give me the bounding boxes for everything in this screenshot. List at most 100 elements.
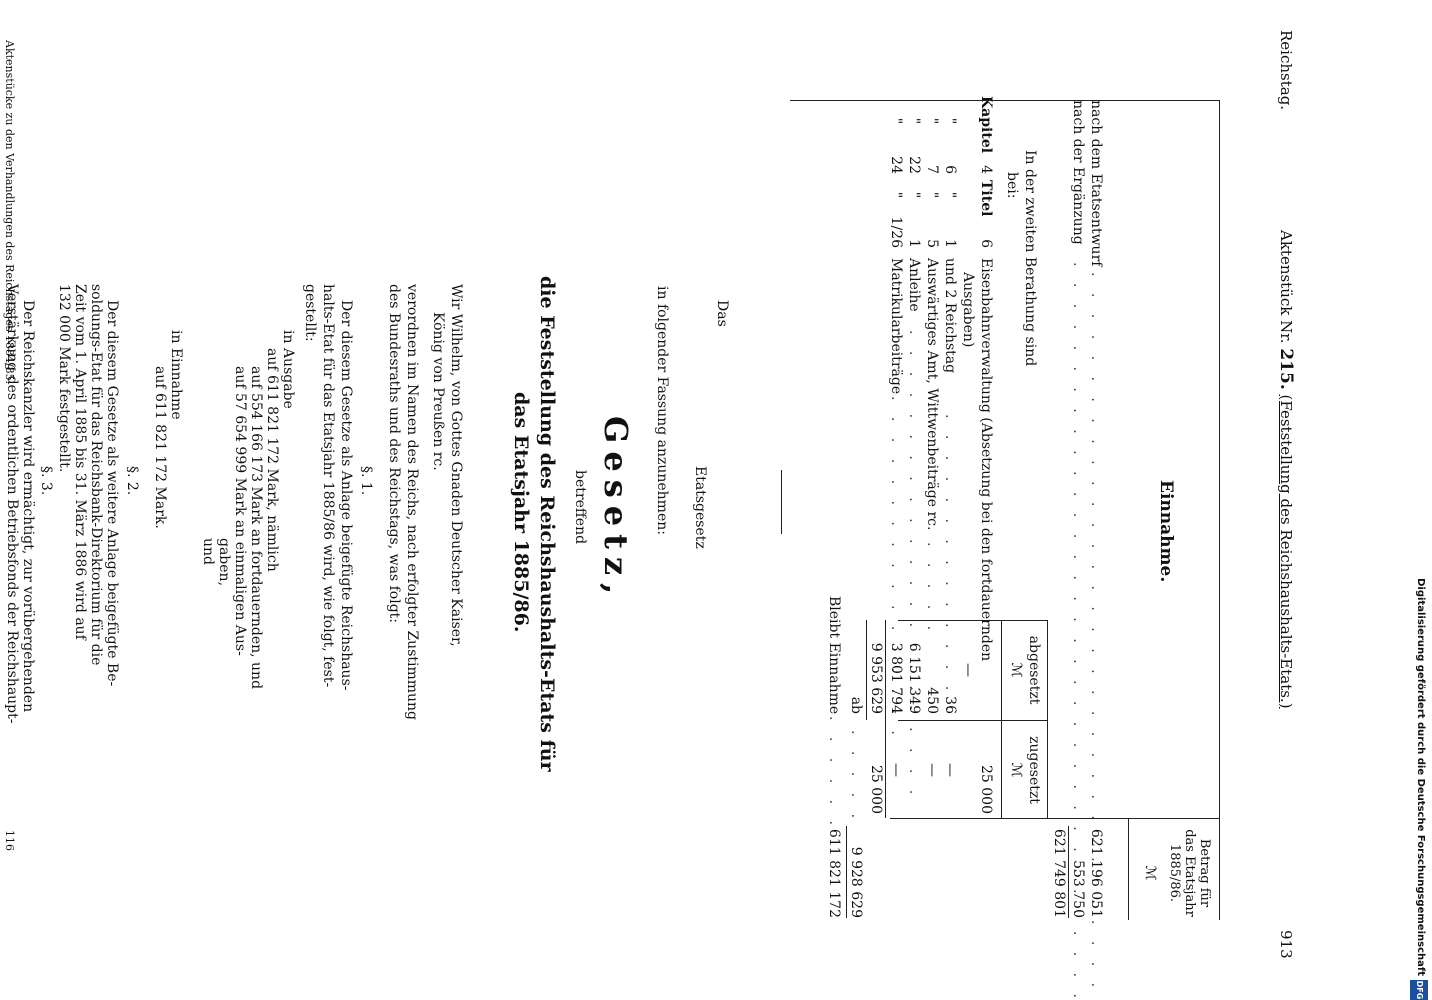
s1-text-3: gestellt:	[302, 284, 318, 342]
header-center: Aktenstück Nr. 215. (Feststellung des Re…	[1276, 230, 1296, 709]
detail-titelno-0: 6	[978, 239, 994, 248]
detail-zugesetzt-2: —	[924, 763, 940, 777]
law-subject-1: die Feststellung des Reichshaushalts-Eta…	[536, 276, 558, 772]
abgesetzt-header: abgesetzt	[1026, 635, 1042, 705]
footer-right: 116	[3, 830, 16, 851]
s1-line-6: und	[200, 538, 216, 565]
s1-line-5: gaben,	[216, 538, 232, 587]
table-top-rule	[1219, 100, 1220, 920]
row-etatsentwurf-value: 621 196 051	[1088, 828, 1104, 918]
detail-titel-0: Titel	[978, 180, 994, 217]
betrag-header: Betrag für das Etatsjahr 1885/86.	[1167, 829, 1212, 917]
s1-text-1: Der diesem Gesetze als Anlage beigefügte…	[338, 300, 354, 691]
s1-line-2: auf 611 821 172 Mark, nämlich	[264, 348, 280, 572]
betrag-header-rule	[1128, 818, 1129, 920]
detail-zugesetzt-4: —	[888, 763, 904, 777]
subtotal-abgesetzt: 9 953 629	[868, 642, 884, 714]
detail-kapitel-4: "	[888, 117, 904, 125]
detail-kapitel-3: "	[906, 117, 922, 125]
detail-text-3: Anleihe	[906, 258, 922, 312]
law-title: Gesetz,	[597, 416, 635, 603]
detail-kapno-2: 7	[924, 165, 940, 174]
detail-zugesetzt-0: 25 000	[978, 765, 994, 814]
row-ergaenzung-label: nach der Ergänzung	[1070, 100, 1086, 245]
detail-abgesetzt-1: 36	[942, 696, 958, 714]
s1-line-7: in Einnahme	[168, 330, 184, 420]
intro-line-1: In der zweiten Berathung sind	[1022, 150, 1038, 367]
subheader-top-rule	[1047, 620, 1048, 818]
detail-kapno-1: 6	[942, 165, 958, 174]
detail-text-4: Matrikularbeiträge	[888, 258, 904, 395]
row-sum-value: 621 749 801	[1051, 828, 1067, 918]
intro-etatsgesetz: Etatsgesetz	[692, 466, 708, 549]
detail-titelno-2: 5	[924, 239, 940, 248]
intro-fassung: in folgender Fassung anzunehmen:	[654, 286, 670, 535]
s2-title: §. 2.	[124, 466, 140, 496]
row-ergaenzung-value: 553 750	[1070, 860, 1086, 918]
s1-line-1: in Ausgabe	[280, 330, 296, 409]
s2-text-4: 132 000 Mark festgestellt.	[56, 284, 72, 473]
bleibt-rule	[846, 826, 847, 918]
law-subject-2: das Etatsjahr 1885/86.	[510, 392, 532, 633]
betrag-column-rule	[890, 818, 1220, 819]
detail-abgesetzt-0: —	[960, 663, 976, 677]
detail-kapno-3: 22	[906, 156, 922, 174]
detail-dots-3: . . . . . . . . . . . . . . . . . . . . …	[906, 330, 922, 801]
s2-text-3: Zeit vom 1. April 1885 bis 31. März 1886…	[72, 284, 88, 640]
detail-kapitel-1: "	[942, 117, 958, 125]
table-heading: Einnahme.	[1156, 480, 1176, 583]
s1-line-3: auf 554 166 173 Mark an fortdauernden, u…	[248, 366, 264, 690]
header-prefix: Aktenstück Nr.	[1277, 230, 1295, 344]
detail-text-1: und 2 Reichstag	[942, 258, 958, 374]
detail-kapitel-2: "	[924, 117, 940, 125]
detail-abgesetzt-3: 6 151 349	[906, 642, 922, 714]
detail-text-0a: Eisenbahnverwaltung (Absetzung bei den f…	[978, 258, 994, 662]
ab-dots: . . . . .	[848, 730, 864, 825]
detail-titelno-1: 1	[942, 239, 958, 248]
preamble-2: König von Preußen rc.	[430, 312, 446, 471]
intro-das: Das	[714, 300, 730, 327]
detail-kapno-0: 4	[978, 165, 994, 174]
ab-rule	[866, 620, 867, 720]
detail-kapno-4: 24	[888, 156, 904, 174]
detail-text-2: Auswärtiges Amt, Wittwenbeiträge rc.	[924, 258, 940, 531]
intro-line-2: bei:	[1004, 172, 1020, 199]
ab-value: 9 928 629	[848, 846, 864, 918]
detail-titel-3: "	[906, 191, 922, 199]
bleibt-dots: . . . . . .	[826, 716, 842, 831]
subheader-bottom-rule	[1001, 620, 1002, 818]
rotated-document: Reichstag. Aktenstück Nr. 215. (Feststel…	[3, 30, 1296, 1000]
law-betreffend: betreffend	[572, 470, 588, 545]
detail-text-0b: Ausgaben)	[960, 272, 976, 348]
s3-title: §. 3.	[38, 466, 54, 496]
zugesetzt-unit: ℳ	[1008, 762, 1024, 778]
preamble-1: Wir Wilhelm, von Gottes Gnaden Deutscher…	[448, 284, 464, 647]
abgesetzt-unit: ℳ	[1008, 662, 1024, 678]
preamble-3: verordnen im Namen des Reichs, nach erfo…	[404, 284, 420, 721]
s1-text-2: halts-Etat für das Etatsjahr 1885/86 wir…	[320, 284, 336, 688]
bleibt-value: 611 821 172	[826, 828, 842, 918]
s3-text-1: Der Reichskanzler wird ermächtigt, zur v…	[20, 300, 36, 713]
separator-rule	[781, 470, 782, 534]
s2-text-1: Der diesem Gesetze als weitere Anlage be…	[104, 300, 120, 687]
ab-label: ab	[848, 696, 864, 714]
subtotal-rule	[885, 620, 886, 818]
s1-title: §. 1.	[358, 466, 374, 496]
row-etatsentwurf-label: nach dem Etatsentwurf	[1088, 100, 1104, 267]
sum-rule	[1068, 826, 1069, 918]
bleibt-label: Bleibt Einnahme	[826, 596, 842, 715]
page-number: 913	[1277, 930, 1295, 959]
dfg-logo: DFG	[1410, 980, 1428, 1000]
header-number: 215.	[1276, 348, 1296, 390]
table-left-rule	[790, 100, 1220, 101]
zugesetzt-header: zugesetzt	[1026, 736, 1042, 804]
dfg-note: DFG Digitalisierung gefördert durch die …	[1406, 0, 1432, 1000]
header-left: Reichstag.	[1277, 30, 1295, 111]
detail-titel-4: "	[888, 191, 904, 199]
s1-line-4: auf 57 654 999 Mark an einmaligen Aus-	[232, 366, 248, 656]
detail-abgesetzt-4: 3 801 794	[888, 642, 904, 714]
preamble-4: des Bundesraths und des Reichstags, was …	[386, 284, 402, 624]
detail-abgesetzt-2: 450	[924, 687, 940, 714]
betrag-unit: ℳ	[1142, 865, 1158, 881]
